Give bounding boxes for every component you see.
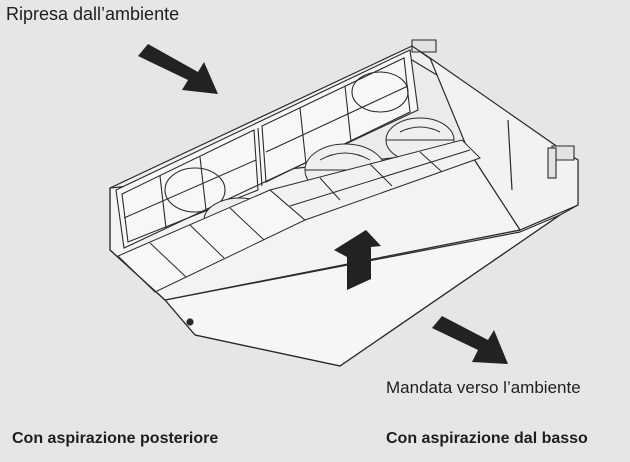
intake-arrow [138,44,218,94]
rear-grille [115,49,419,249]
edge-lines [109,45,579,367]
arrows [138,44,508,364]
outlet-arrow [432,316,508,364]
bottom-intake-caption: Con aspirazione dal basso [386,430,588,447]
mounting-brackets [411,39,575,179]
outlet-label: Mandata verso l’ambiente [386,378,581,397]
rear-intake-caption: Con aspirazione posteriore [12,430,219,447]
intake-label: Ripresa dall’ambiente [6,4,180,24]
bottom-intake-arrow [334,230,381,290]
